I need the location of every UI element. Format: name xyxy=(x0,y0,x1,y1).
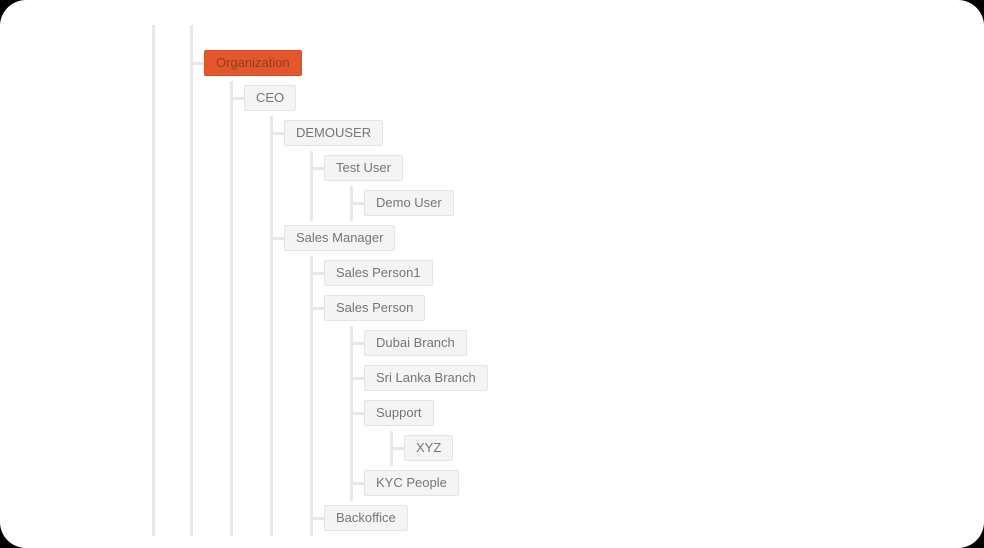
tree-item: Demo User xyxy=(353,186,488,221)
tree-node-backoffice[interactable]: Backoffice xyxy=(324,505,408,531)
tree-node-sales-person1[interactable]: Sales Person1 xyxy=(324,260,433,286)
tree-node-xyz[interactable]: XYZ xyxy=(404,435,454,461)
tree-item: KYC People xyxy=(353,466,488,501)
tree-node-organization[interactable]: Organization xyxy=(204,50,302,76)
tree-node-test-user[interactable]: Test User xyxy=(324,155,403,181)
tree-item: Sri Lanka Branch xyxy=(353,361,488,396)
tree-node-sri-lanka-branch[interactable]: Sri Lanka Branch xyxy=(364,365,488,391)
tree-node-demo-user[interactable]: Demo User xyxy=(364,190,454,216)
tree-node-support[interactable]: Support xyxy=(364,400,434,426)
tree-node-dubai-branch[interactable]: Dubai Branch xyxy=(364,330,467,356)
tree-item: Backoffice xyxy=(313,501,488,536)
tree-node-demouser[interactable]: DEMOUSER xyxy=(284,120,384,146)
tree-children-group: XYZ xyxy=(390,431,488,466)
tree-children-group: Demo User xyxy=(350,186,488,221)
tree-node-sales-person[interactable]: Sales Person xyxy=(324,295,426,321)
tree-item: Dubai Branch xyxy=(353,326,488,361)
tree-item: XYZ xyxy=(393,431,488,466)
tree-item: Sales Person1 xyxy=(313,256,488,291)
tree-node-kyc-people[interactable]: KYC People xyxy=(364,470,459,496)
tree-node-ceo[interactable]: CEO xyxy=(244,85,297,111)
tree-node-sales-manager[interactable]: Sales Manager xyxy=(284,225,396,251)
